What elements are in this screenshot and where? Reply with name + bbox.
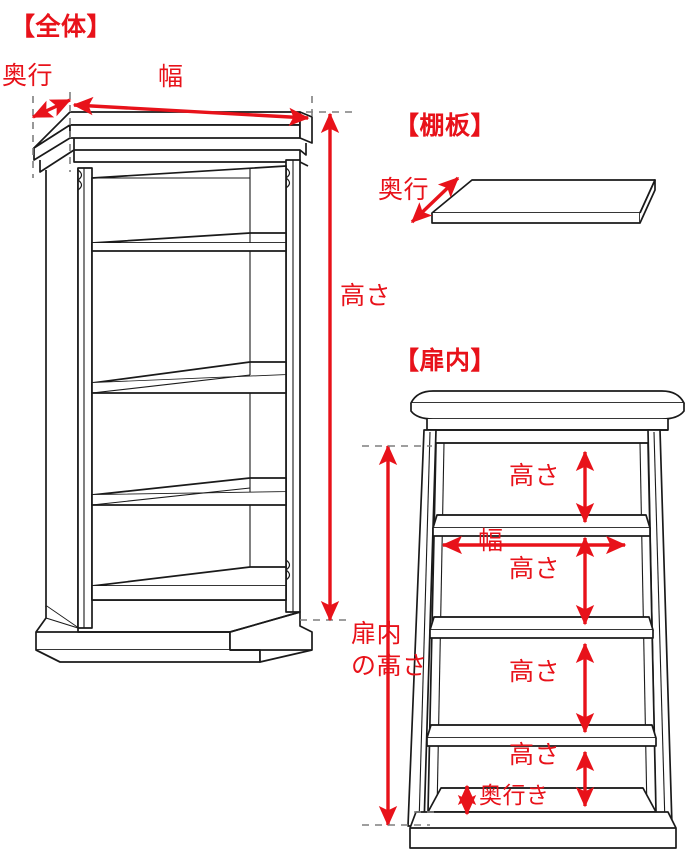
shelf-board-depth-arrow	[410, 176, 460, 224]
inside-door-width-label: 幅	[478, 526, 504, 555]
overall-depth-arrow	[31, 98, 72, 119]
section-title-inside-door: 【扉内】	[394, 346, 497, 375]
overall-inner-door-height-label-line1: 扉内	[351, 619, 403, 648]
overall-depth-label: 奥行	[2, 61, 54, 90]
inside-door-height-label-2: 高さ	[509, 554, 561, 583]
inside-door-height-label-3: 高さ	[509, 657, 561, 686]
overall-bookcase-drawing	[33, 111, 313, 663]
inside-door-height-label-1: 高さ	[509, 461, 561, 490]
shelf-board-drawing	[431, 179, 656, 224]
inside-door-height-label-4: 高さ	[509, 740, 561, 769]
overall-width-arrow	[72, 96, 310, 127]
inside-door-cabinet-drawing	[407, 390, 685, 849]
inside-door-depth-label: 奥行き	[479, 783, 550, 809]
overall-height-label: 高さ	[340, 281, 392, 310]
inside-door-guide-lines	[362, 445, 440, 826]
overall-inner-door-height-label-line2: の高さ	[351, 651, 428, 680]
section-title-shelf-board: 【棚板】	[394, 111, 497, 140]
overall-width-label: 幅	[158, 62, 184, 91]
shelf-board-depth-label: 奥行	[378, 175, 430, 204]
section-title-overall: 【全体】	[10, 12, 113, 41]
